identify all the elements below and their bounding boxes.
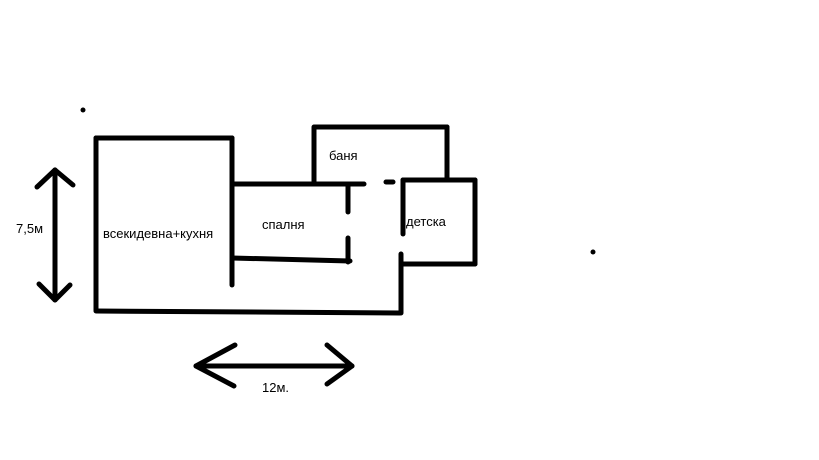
width-dimension-arrow — [193, 342, 355, 389]
bedroom-label: спалня — [262, 217, 305, 232]
bedroom-walls — [229, 181, 367, 265]
living-room-walls — [93, 135, 403, 316]
bathroom-label: баня — [329, 148, 358, 163]
width-dimension-label: 12м. — [262, 380, 289, 395]
kids-room-walls — [383, 177, 478, 316]
height-dimension-label: 7,5м — [16, 221, 43, 236]
height-dimension-arrow — [34, 167, 76, 303]
kids-room-label: детска — [406, 214, 447, 229]
living-room-label: всекидевна+кухня — [103, 226, 213, 241]
bathroom-walls — [311, 124, 450, 187]
stray-dot-right — [590, 249, 596, 255]
stray-dot-top-left — [80, 107, 86, 113]
